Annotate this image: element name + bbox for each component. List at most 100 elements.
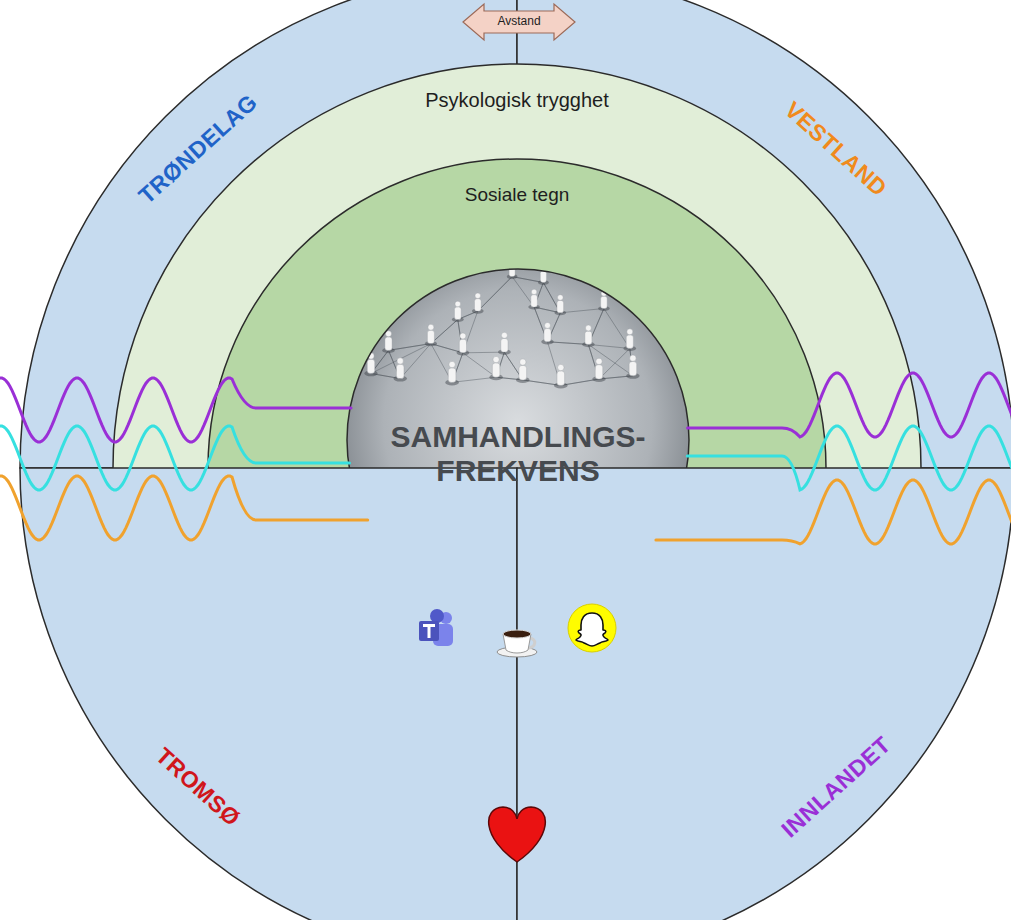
person-figure bbox=[538, 266, 549, 285]
figure-body bbox=[385, 337, 392, 350]
person-figure bbox=[592, 358, 605, 382]
teams-head bbox=[440, 612, 452, 624]
signal-wave bbox=[0, 476, 368, 540]
figure-body bbox=[626, 335, 633, 348]
quadrant-fill bbox=[20, 468, 517, 920]
coffee bbox=[503, 630, 531, 638]
figure-head bbox=[475, 293, 481, 299]
network-line bbox=[599, 348, 630, 379]
person-figure bbox=[425, 324, 437, 346]
network-line bbox=[431, 320, 458, 344]
figure-body bbox=[475, 299, 482, 311]
node-outline bbox=[20, 468, 517, 920]
figure-head bbox=[501, 332, 507, 338]
region-quadrant: INNLANDET bbox=[517, 468, 1011, 920]
network-line bbox=[452, 377, 496, 382]
person-figure bbox=[554, 295, 566, 316]
person-figure bbox=[541, 322, 553, 344]
ring-label: Psykologisk trygghet bbox=[112, 89, 922, 112]
figure-body bbox=[519, 365, 527, 379]
teams-t bbox=[428, 624, 431, 638]
node-outline bbox=[517, 468, 1011, 920]
signal-wave bbox=[0, 378, 351, 442]
coffee-icon bbox=[497, 630, 537, 657]
figure-body bbox=[557, 371, 565, 385]
figure-body bbox=[601, 296, 607, 308]
figure-head bbox=[520, 359, 526, 365]
figure-body bbox=[557, 300, 564, 312]
figure-body bbox=[629, 362, 637, 376]
person-figure bbox=[623, 329, 636, 351]
figure-body bbox=[427, 330, 434, 343]
person-figure bbox=[364, 353, 377, 376]
person-figure bbox=[516, 359, 530, 383]
teams-icon bbox=[419, 609, 453, 646]
figure-body bbox=[544, 329, 551, 342]
figure-head bbox=[585, 325, 591, 331]
person-figure bbox=[445, 361, 459, 385]
figure-body bbox=[501, 339, 508, 353]
network-line bbox=[463, 353, 496, 377]
cup bbox=[503, 634, 531, 653]
person-figure bbox=[457, 333, 470, 356]
person-figure bbox=[582, 325, 594, 347]
figure-head bbox=[558, 364, 564, 370]
double-arrow bbox=[463, 4, 575, 40]
snapchat-ghost bbox=[576, 613, 608, 646]
figure-body bbox=[595, 365, 603, 379]
person-figure bbox=[528, 289, 540, 309]
figure-head bbox=[510, 260, 515, 265]
saucer bbox=[497, 647, 537, 657]
center-title: SAMHANDLINGS- FREKVENS bbox=[368, 419, 668, 488]
network-line bbox=[431, 320, 458, 344]
figure-body bbox=[448, 368, 456, 382]
person-figure bbox=[393, 358, 406, 382]
figure-body bbox=[585, 331, 592, 344]
figure-body bbox=[492, 363, 500, 377]
network-line bbox=[400, 344, 431, 379]
figure-body bbox=[454, 307, 461, 320]
signal-wave bbox=[0, 426, 350, 490]
figure-head bbox=[596, 358, 602, 364]
figure-body bbox=[531, 295, 537, 307]
quadrant-fill bbox=[517, 468, 1011, 920]
figure-head bbox=[630, 355, 636, 361]
ring-label: Sosiale tegn bbox=[207, 184, 827, 206]
person-figure bbox=[472, 293, 484, 314]
figure-body bbox=[396, 364, 404, 378]
snapchat-ground bbox=[568, 604, 616, 652]
figure-head bbox=[545, 322, 551, 328]
region-quadrant: TROMSØ bbox=[20, 468, 517, 920]
network-line bbox=[560, 308, 604, 312]
figure-body bbox=[367, 359, 374, 373]
figure-head bbox=[531, 289, 536, 294]
figure-body bbox=[459, 339, 466, 353]
heart-symbol bbox=[489, 807, 546, 862]
teams-t bbox=[423, 624, 435, 627]
person-figure bbox=[489, 356, 502, 380]
arrow-label: Avstand bbox=[495, 15, 542, 29]
figure-head bbox=[493, 356, 499, 362]
signal-wave bbox=[656, 480, 1011, 544]
figure-head bbox=[428, 324, 434, 330]
figure-head bbox=[558, 295, 564, 301]
figure-head bbox=[455, 301, 461, 307]
figure-body bbox=[509, 265, 515, 276]
person-figure bbox=[498, 332, 511, 355]
figure-head bbox=[627, 329, 633, 335]
network-line bbox=[588, 344, 629, 348]
network-line bbox=[604, 308, 630, 348]
cup-handle bbox=[527, 638, 535, 648]
figure-head bbox=[397, 358, 403, 364]
figure-head bbox=[449, 361, 455, 367]
teams-body bbox=[433, 624, 453, 646]
snapchat-icon bbox=[568, 604, 616, 652]
network-line bbox=[478, 277, 512, 312]
teams-head bbox=[430, 609, 444, 623]
figure-body bbox=[540, 271, 546, 283]
network-line bbox=[478, 277, 512, 312]
person-figure bbox=[626, 355, 639, 379]
signal-wave bbox=[688, 373, 1011, 437]
person-figure bbox=[452, 301, 464, 322]
